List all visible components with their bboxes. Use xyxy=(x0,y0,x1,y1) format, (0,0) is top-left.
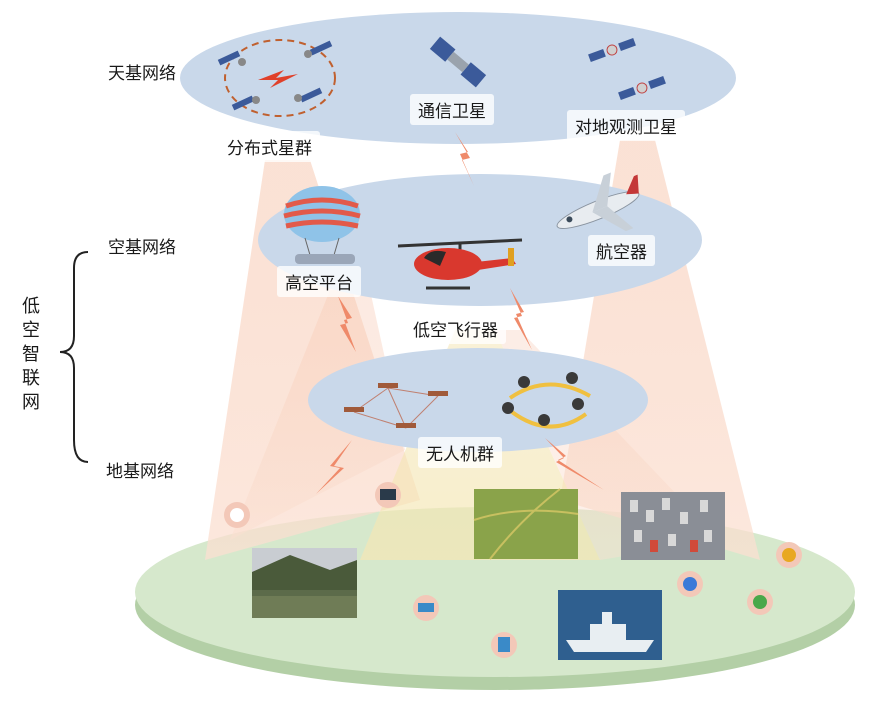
high-altitude-platform-label: 高空平台 xyxy=(277,266,361,297)
map-pins xyxy=(224,482,802,658)
airplane-icon xyxy=(556,172,640,232)
quadcopter-swarm-icon xyxy=(502,372,591,429)
bracket-char-5: 网 xyxy=(22,392,40,413)
constellation-label: 分布式星群 xyxy=(219,131,320,162)
lightning-bolts xyxy=(316,132,604,494)
uav-swarm-label: 无人机群 xyxy=(418,437,502,468)
ship-photo xyxy=(558,590,662,660)
bracket-char-2: 空 xyxy=(22,320,40,341)
bracket-char-4: 联 xyxy=(22,368,40,389)
helicopter-icon xyxy=(397,238,523,290)
bracket-char-1: 低 xyxy=(22,296,40,317)
earth-obs-satellite-label: 对地观测卫星 xyxy=(567,110,685,141)
ground-network-label: 地基网络 xyxy=(106,462,174,482)
low-altitude-network-label: 低 空 智 联 网 xyxy=(18,295,44,415)
farmland-photo xyxy=(473,488,579,560)
comm-satellite-icon xyxy=(429,36,487,88)
air-network-label: 空基网络 xyxy=(108,238,176,258)
traffic-photo xyxy=(621,492,725,560)
low-altitude-vehicle-label: 低空飞行器 xyxy=(405,313,506,344)
earth-obs-satellite-icon xyxy=(588,38,666,100)
uav-nodes xyxy=(344,383,448,428)
layer-bracket xyxy=(59,251,89,463)
constellation-icon xyxy=(217,39,336,117)
comm-satellite-label: 通信卫星 xyxy=(410,94,494,125)
aircraft-label: 航空器 xyxy=(588,235,655,266)
balloon-icon xyxy=(283,186,361,264)
space-network-label: 天基网络 xyxy=(108,64,176,84)
bracket-char-3: 智 xyxy=(22,344,40,365)
mountain-village-photo xyxy=(252,548,357,618)
